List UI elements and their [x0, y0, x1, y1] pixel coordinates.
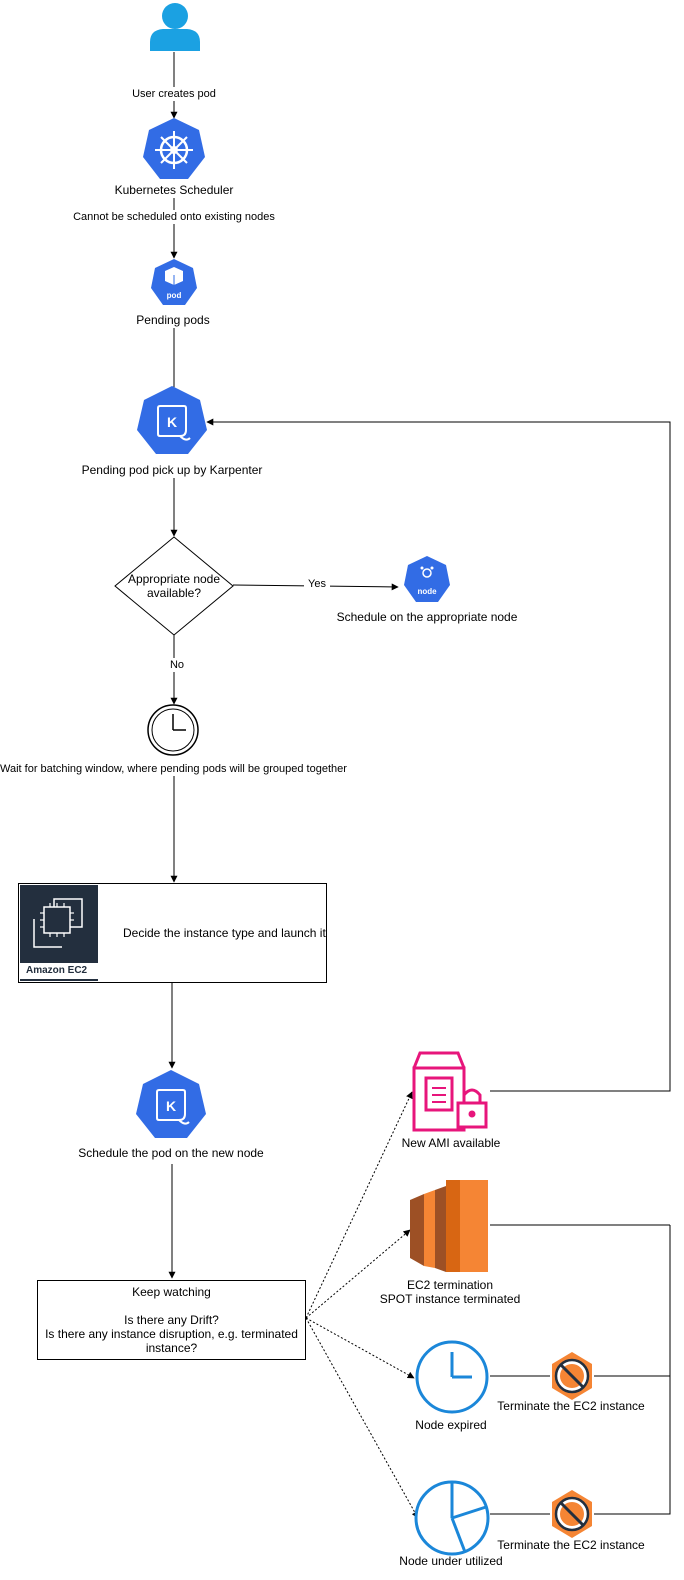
user-icon: [150, 3, 200, 51]
label-node-expired: Node expired: [415, 1418, 487, 1432]
edge-terminate2-to-loop: [594, 1225, 671, 1515]
label-ec2-termination-line-1: EC2 termination: [406, 1278, 494, 1292]
decision-diamond: [114, 536, 234, 636]
label-ec2-termination-line-2: SPOT instance terminated: [379, 1292, 521, 1306]
pod-icon-text: pod: [167, 291, 182, 300]
ec2-launch-box: Amazon EC2 Decide the instance type and …: [18, 883, 327, 983]
label-yes: Yes: [304, 577, 330, 591]
pod-icon: pod: [151, 259, 197, 305]
edge-watch-to-ec2term: [305, 1229, 411, 1319]
label-terminate-2: Terminate the EC2 instance: [497, 1538, 645, 1552]
ec2-instance-icon: [410, 1180, 488, 1272]
ec2-chip-icon: [33, 898, 83, 948]
amazon-ec2-label: Amazon EC2: [20, 963, 98, 979]
label-no: No: [166, 658, 188, 672]
keep-watching-box: Keep watching Is there any Drift? Is the…: [37, 1280, 306, 1360]
ami-lock-icon: [412, 1051, 488, 1132]
label-node-under-utilized: Node under utilized: [399, 1554, 503, 1568]
kubernetes-scheduler-icon: [143, 118, 205, 179]
label-cannot-schedule: Cannot be scheduled onto existing nodes: [54, 210, 294, 224]
loop-back-edge: [206, 418, 671, 1092]
label-ec2-termination: EC2 termination SPOT instance terminated: [370, 1278, 530, 1306]
ec2-decide-text: Decide the instance type and launch it: [123, 926, 326, 940]
node-expired-clock-icon: [415, 1340, 489, 1414]
edge-watch-to-expired: [305, 1317, 415, 1379]
svg-text:K: K: [167, 414, 177, 430]
edge-watch-to-ami: [305, 1091, 413, 1319]
node-icon-text: node: [417, 587, 437, 596]
label-user-creates-pod: User creates pod: [104, 87, 244, 101]
node-underutilized-pie-icon: [414, 1480, 490, 1556]
decision-line-1: Appropriate node: [127, 572, 221, 586]
amazon-ec2-tile: Amazon EC2: [20, 885, 98, 981]
keep-watching-line-2: Is there any instance disruption, e.g. t…: [45, 1327, 298, 1341]
label-kubernetes-scheduler: Kubernetes Scheduler: [114, 183, 234, 197]
karpenter-icon: K: [137, 386, 207, 454]
svg-text:K: K: [166, 1098, 176, 1114]
label-batching-window: Wait for batching window, where pending …: [0, 762, 347, 776]
label-schedule-new-node: Schedule the pod on the new node: [78, 1146, 264, 1160]
terminate-instance-icon-2: [552, 1490, 592, 1538]
keep-watching-title: Keep watching: [132, 1285, 211, 1299]
decision-label: Appropriate node available?: [115, 572, 233, 600]
label-pending-pods: Pending pods: [136, 313, 210, 327]
decision-line-2: available?: [146, 586, 202, 600]
label-karpenter-pickup: Pending pod pick up by Karpenter: [81, 463, 263, 477]
node-icon: node: [404, 556, 450, 602]
keep-watching-line-3: instance?: [145, 1341, 198, 1355]
terminate-instance-icon: [552, 1352, 592, 1400]
karpenter-icon-2: K: [136, 1070, 206, 1138]
label-terminate-1: Terminate the EC2 instance: [497, 1399, 645, 1413]
clock-icon: [147, 704, 199, 756]
label-new-ami: New AMI available: [401, 1136, 501, 1150]
label-schedule-appropriate: Schedule on the appropriate node: [336, 610, 518, 624]
keep-watching-line-1: Is there any Drift?: [124, 1313, 219, 1327]
